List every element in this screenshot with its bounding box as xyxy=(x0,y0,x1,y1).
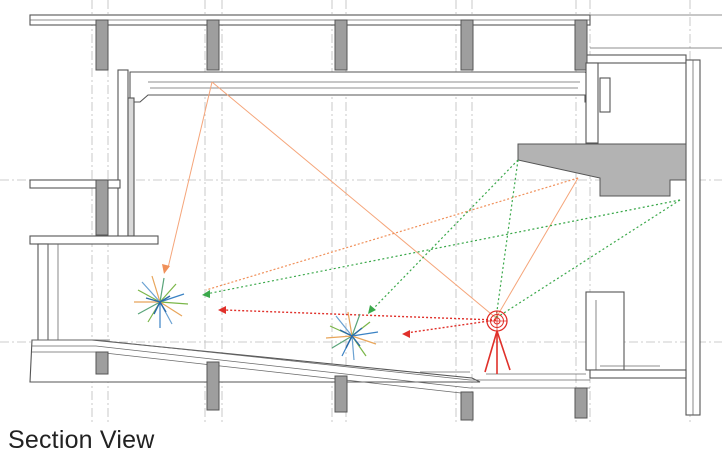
section-drawing xyxy=(0,0,722,425)
ray-arrowheads xyxy=(162,264,410,338)
drawing-caption: Section View xyxy=(8,426,155,454)
right-wall xyxy=(517,59,701,416)
receiver-burst-icon xyxy=(134,275,189,328)
roof-slab xyxy=(29,14,722,64)
balcony xyxy=(517,143,687,197)
left-wall xyxy=(29,69,159,345)
foundation-columns xyxy=(95,351,588,421)
roof-columns xyxy=(95,19,588,71)
ceiling-reflector xyxy=(129,71,611,113)
ray-paths xyxy=(167,81,681,334)
receiver-burst-icon xyxy=(325,311,379,361)
sloped-floor xyxy=(29,339,590,395)
speaker-source-icon xyxy=(484,310,511,374)
